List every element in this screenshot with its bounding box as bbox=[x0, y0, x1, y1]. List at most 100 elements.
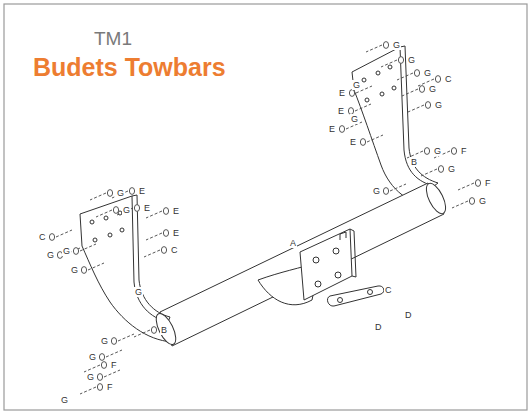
part-letter: F bbox=[110, 360, 118, 370]
part-letter: G bbox=[100, 336, 109, 346]
bolt-line bbox=[366, 45, 382, 52]
washer bbox=[425, 102, 430, 109]
part-letter: G bbox=[407, 55, 416, 65]
bolt-line bbox=[397, 73, 413, 80]
washer bbox=[435, 76, 440, 83]
bolt-line bbox=[104, 370, 120, 377]
part-letter: G bbox=[62, 246, 71, 256]
part-letter: C bbox=[38, 232, 47, 242]
part-letter: G bbox=[116, 188, 125, 198]
part-letter: E bbox=[349, 137, 357, 147]
part-letter: E bbox=[172, 228, 180, 238]
washer bbox=[163, 208, 168, 215]
part-letter: G bbox=[70, 265, 79, 275]
part-letter: G bbox=[372, 186, 381, 196]
washer bbox=[438, 166, 443, 173]
part-letter: F bbox=[484, 178, 492, 188]
washer bbox=[97, 384, 102, 391]
washer bbox=[97, 374, 102, 381]
part-letter: D bbox=[404, 310, 413, 320]
washer bbox=[151, 327, 156, 334]
bolt-line bbox=[88, 263, 104, 270]
part-letter: G bbox=[88, 352, 97, 362]
washer bbox=[161, 247, 166, 254]
part-letter: E bbox=[337, 106, 345, 116]
bolt-line bbox=[408, 105, 424, 112]
bolt-line bbox=[452, 201, 468, 208]
washer bbox=[339, 126, 344, 133]
washer bbox=[419, 86, 424, 93]
part-letter: B bbox=[410, 157, 418, 167]
bolt-line bbox=[56, 230, 72, 237]
part-letter: G bbox=[392, 40, 401, 50]
washer bbox=[163, 230, 168, 237]
washer bbox=[469, 198, 474, 205]
part-letter: G bbox=[60, 395, 69, 405]
bolt-line bbox=[90, 193, 106, 200]
part-letter: E bbox=[172, 206, 180, 216]
washer bbox=[107, 190, 112, 197]
washer bbox=[99, 354, 104, 361]
part-letter: G bbox=[86, 372, 95, 382]
part-letter: D bbox=[374, 322, 383, 332]
bolt-line bbox=[381, 60, 397, 67]
washer bbox=[414, 70, 419, 77]
washer bbox=[349, 90, 354, 97]
washer bbox=[134, 205, 139, 212]
part-letter: C bbox=[384, 285, 393, 295]
bolt-line bbox=[118, 334, 134, 341]
part-letter: E bbox=[328, 124, 336, 134]
bolt-line bbox=[80, 387, 96, 394]
part-letter: G bbox=[423, 68, 432, 78]
washer bbox=[424, 148, 429, 155]
part-letter: E bbox=[138, 186, 146, 196]
bolt-line bbox=[146, 233, 162, 240]
bolt-line bbox=[390, 184, 406, 191]
washer bbox=[111, 338, 116, 345]
washer bbox=[129, 188, 134, 195]
part-letter: F bbox=[460, 146, 468, 156]
bolt-line bbox=[106, 350, 122, 357]
part-letter: G bbox=[433, 146, 442, 156]
bolt-line bbox=[144, 250, 160, 257]
part-letter: G bbox=[428, 84, 437, 94]
part-letter: G bbox=[447, 164, 456, 174]
bolt-line bbox=[402, 89, 418, 96]
brand-title: Budets Towbars bbox=[33, 53, 226, 81]
washer bbox=[475, 180, 480, 187]
washer bbox=[81, 267, 86, 274]
washer bbox=[73, 248, 78, 255]
washer bbox=[360, 139, 365, 146]
model-code: TM1 bbox=[94, 28, 132, 50]
bolt-line bbox=[96, 210, 112, 217]
bolt-line bbox=[421, 169, 437, 176]
part-letter: G bbox=[134, 287, 143, 297]
washer bbox=[383, 42, 388, 49]
part-letter: G bbox=[350, 114, 359, 124]
part-letter: G bbox=[46, 250, 55, 260]
bolt-line bbox=[84, 365, 100, 372]
part-letter: G bbox=[434, 100, 443, 110]
bolt-line bbox=[80, 244, 96, 251]
part-letter: C bbox=[170, 245, 179, 255]
part-letter: F bbox=[106, 382, 114, 392]
part-letter: C bbox=[444, 74, 453, 84]
part-letter: A bbox=[289, 238, 297, 248]
bolt-line bbox=[134, 330, 150, 337]
bolt-line bbox=[355, 104, 371, 111]
washer bbox=[49, 234, 54, 241]
washer bbox=[451, 148, 456, 155]
bolt-line bbox=[367, 135, 383, 142]
washer bbox=[383, 188, 388, 195]
bolt-line bbox=[458, 183, 474, 190]
washer bbox=[101, 362, 106, 369]
washer bbox=[113, 207, 118, 214]
part-letter: G bbox=[478, 196, 487, 206]
washer bbox=[398, 57, 403, 64]
part-letter: E bbox=[338, 88, 346, 98]
part-letter: G bbox=[352, 80, 361, 90]
part-letter: G bbox=[122, 205, 131, 215]
part-letter: B bbox=[160, 325, 168, 335]
part-letter: E bbox=[143, 203, 151, 213]
